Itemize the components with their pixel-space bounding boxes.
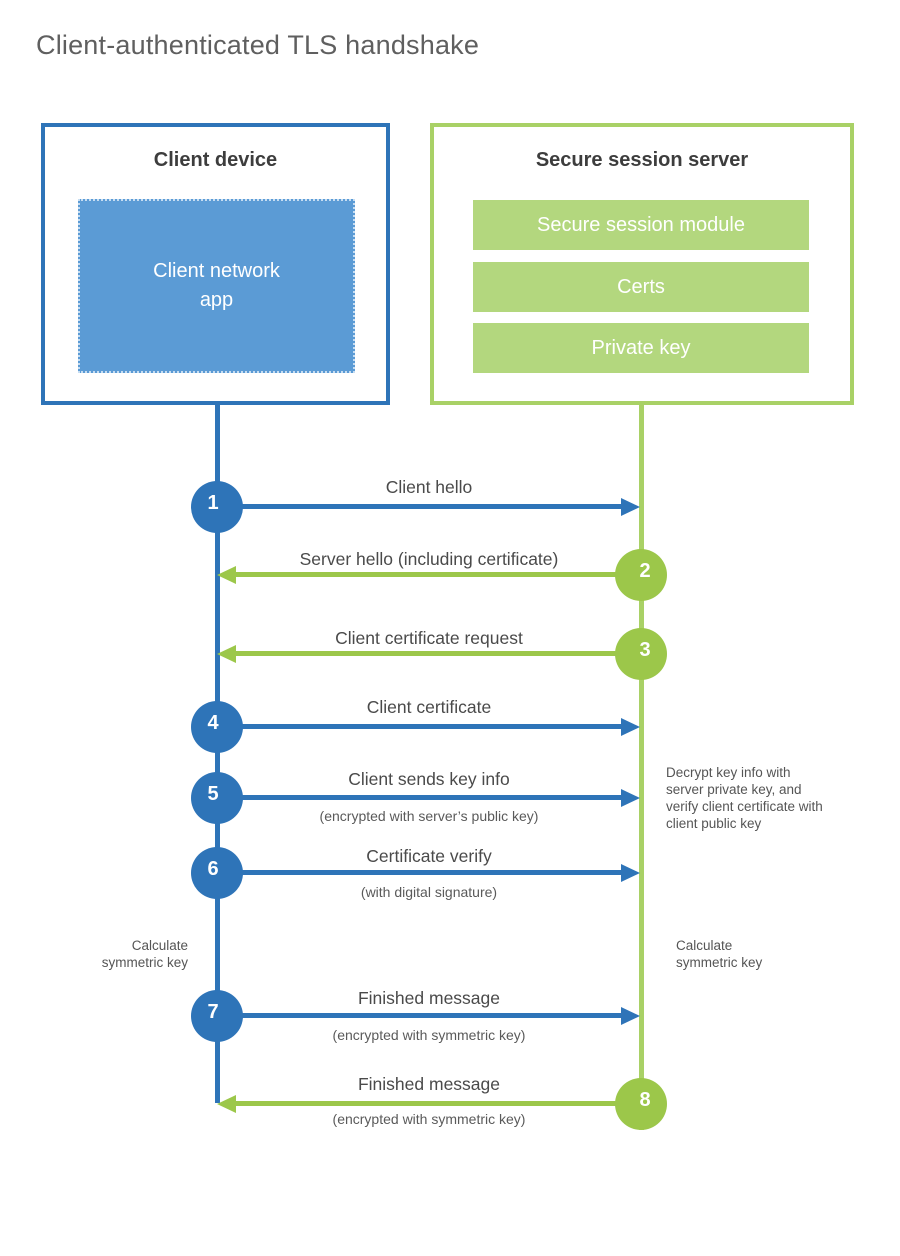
- step-8-number: 8: [639, 1088, 651, 1111]
- step-6-number: 6: [207, 857, 219, 880]
- step-3-label: Client certificate request: [335, 628, 523, 648]
- secure-session-server-title: Secure session server: [535, 149, 749, 171]
- arrow-right-icon: [621, 1007, 640, 1025]
- step-1-label: Client hello: [385, 477, 473, 497]
- step-7-arrow: [217, 1013, 622, 1018]
- step-4-number: 4: [207, 711, 219, 734]
- step-4-arrow: [217, 724, 622, 729]
- client-network-app-box: Client network app: [78, 199, 355, 373]
- arrow-right-icon: [621, 864, 640, 882]
- step-8-arrow: [236, 1101, 641, 1106]
- step-6-label: Certificate verify: [366, 846, 492, 866]
- arrow-left-icon: [217, 645, 236, 663]
- arrow-right-icon: [621, 789, 640, 807]
- calculate-symmetric-key-note-client: Calculate symmetric key: [101, 938, 188, 970]
- arrow-left-icon: [217, 566, 236, 584]
- server-module-label: Private key: [591, 336, 691, 359]
- arrow-left-icon: [217, 1095, 236, 1113]
- server-module-secure-session-module: Secure session module: [473, 200, 809, 250]
- step-3-badge: 3: [615, 628, 667, 680]
- step-3-number: 3: [639, 638, 651, 661]
- step-6-arrow: [217, 870, 622, 875]
- step-8-badge: 8: [615, 1078, 667, 1130]
- arrow-right-icon: [621, 718, 640, 736]
- step-5-label: Client sends key info: [348, 769, 510, 789]
- step-2-arrow: [236, 572, 641, 577]
- step-8-label: Finished message: [357, 1074, 501, 1094]
- server-module-certs: Certs: [473, 262, 809, 312]
- step-7-sublabel: (encrypted with symmetric key): [332, 1027, 526, 1043]
- page-title: Client-authenticated TLS handshake: [36, 30, 480, 60]
- step-2-label: Server hello (including certificate): [299, 549, 559, 569]
- step-7-number: 7: [207, 1000, 219, 1023]
- step-6-sublabel: (with digital signature): [360, 884, 498, 900]
- client-network-app-label: Client network app: [153, 260, 280, 311]
- client-lifeline: [215, 403, 220, 1103]
- server-lifeline: [639, 403, 644, 1130]
- step-1-number: 1: [207, 491, 219, 514]
- step-7-label: Finished message: [357, 988, 501, 1008]
- step-4-badge: 4: [191, 701, 243, 753]
- step-1-badge: 1: [191, 481, 243, 533]
- step-5-sublabel: (encrypted with server’s public key): [319, 808, 539, 824]
- step-4-label: Client certificate: [366, 697, 492, 717]
- step-7-badge: 7: [191, 990, 243, 1042]
- step-2-badge: 2: [615, 549, 667, 601]
- step-3-arrow: [236, 651, 641, 656]
- arrow-right-icon: [621, 498, 640, 516]
- calculate-symmetric-key-note-server: Calculate symmetric key: [676, 938, 763, 970]
- step-5-arrow: [217, 795, 622, 800]
- step-8-sublabel: (encrypted with symmetric key): [332, 1111, 526, 1127]
- server-module-label: Certs: [617, 275, 665, 298]
- decrypt-key-note: Decrypt key info with server private key…: [666, 765, 823, 831]
- server-module-label: Secure session module: [537, 213, 745, 236]
- client-device-title: Client device: [153, 149, 278, 171]
- step-5-badge: 5: [191, 772, 243, 824]
- server-module-private-key: Private key: [473, 323, 809, 373]
- step-2-number: 2: [639, 559, 651, 582]
- step-1-arrow: [217, 504, 622, 509]
- step-6-badge: 6: [191, 847, 243, 899]
- step-5-number: 5: [207, 782, 219, 805]
